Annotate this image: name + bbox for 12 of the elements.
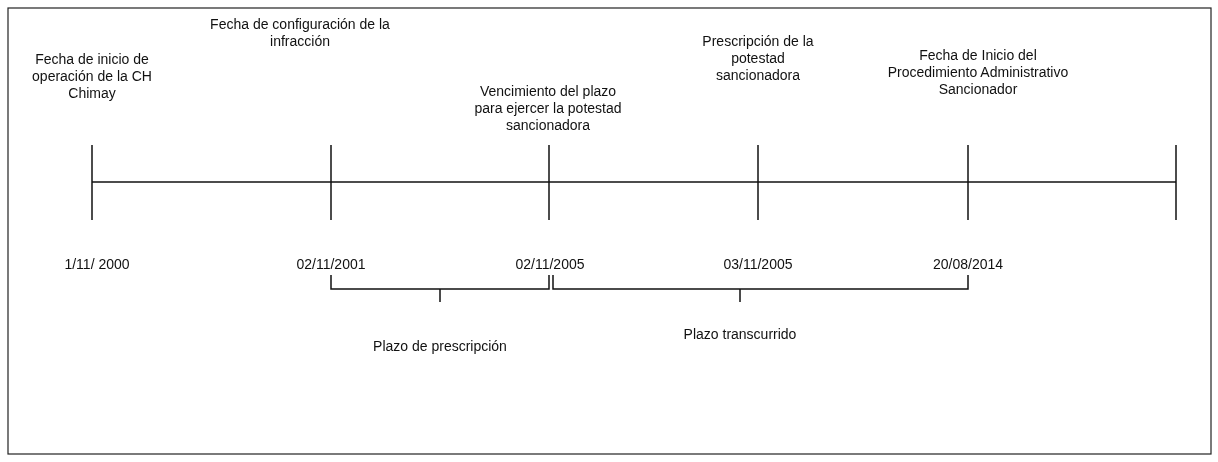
date-label: 20/08/2014 [931,256,1005,273]
period-label: Plazo de prescripción [372,338,508,355]
date-label: 1/11/ 2000 [63,256,131,273]
event-label: Fecha de Inicio del Procedimiento Administrativo Sancionador [886,47,1070,98]
event-label: Fecha de inicio de operación de la CH Chimay [31,51,153,102]
date-label: 02/11/2005 [514,256,586,273]
event-label: Prescripción de la potestad sancionadora [701,33,815,84]
date-label: 02/11/2001 [295,256,367,273]
date-label: 03/11/2005 [722,256,794,273]
period-label: Plazo transcurrido [682,326,798,343]
event-label: Fecha de configuración de la infracción [209,16,391,50]
event-label: Vencimiento del plazo para ejercer la potestad sancionadora [473,83,623,134]
